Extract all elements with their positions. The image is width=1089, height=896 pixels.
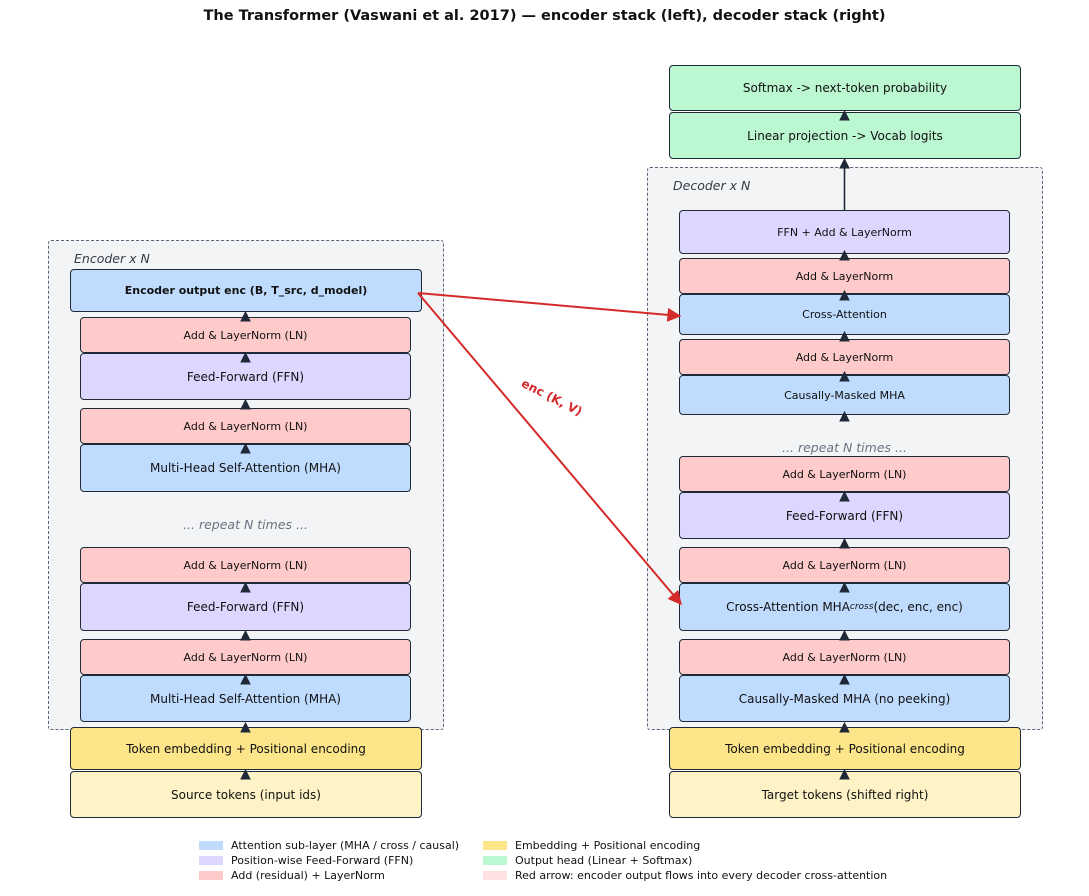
legend-item-red-arrow: Red arrow: encoder output flows into eve… [483,869,887,882]
decoder-top-ffn-box: FFN + Add & LayerNorm [679,210,1010,254]
legend-item-embedding: Embedding + Positional encoding [483,839,700,852]
diagram-title: The Transformer (Vaswani et al. 2017) — … [203,8,886,24]
flow-arrow-enc-6 [240,442,251,454]
legend-label-output: Output head (Linear + Softmax) [515,854,693,867]
legend-swatch-ffn [199,856,223,865]
legend-swatch-red-arrow [483,871,507,880]
legend-swatch-embedding [483,841,507,850]
encoder-frame-label: Encoder x N [74,251,150,266]
flow-arrow-enc-7 [240,398,251,410]
flow-arrow-enc-3 [240,673,251,685]
flow-arrow-dec-10 [839,330,850,342]
flow-arrow-dec-7 [839,490,850,502]
flow-arrow-enc-2 [240,721,251,733]
flow-arrow-enc-4 [240,629,251,641]
legend-swatch-output [483,856,507,865]
legend-item-output: Output head (Linear + Softmax) [483,854,692,867]
flow-arrow-dec-6 [839,537,850,549]
flow-arrow-dec-8 [839,410,850,422]
flow-arrow-dec-3 [839,673,850,685]
decoder-low-ln3-box: Add & LayerNorm (LN) [679,456,1010,492]
decoder-embedding-box: Token embedding + Positional encoding [669,727,1021,770]
enc-kv-label: enc (K, V) [519,376,584,419]
decoder-low-cross-prefix: Cross-Attention MHA [726,600,850,614]
legend-label-red-arrow: Red arrow: encoder output flows into eve… [515,869,888,882]
encoder-flow-arrows [240,310,251,780]
decoder-low-cross-subscript: cross [849,602,874,612]
enc-to-top-cross-arrow [417,292,682,322]
legend-label-embedding: Embedding + Positional encoding [515,839,701,852]
decoder-low-cross-suffix: (dec, enc, enc) [873,600,963,614]
decoder-top-masked-box: Causally-Masked MHA [679,375,1010,415]
decoder-flow-arrows [839,109,850,780]
flow-arrow-dec-2 [839,721,850,733]
decoder-frame-label: Decoder x N [673,178,751,193]
flow-arrow-dec-13 [839,157,850,169]
encoder-lower-ln2-box: Add & LayerNorm (LN) [80,547,411,583]
flow-arrow-dec-12 [839,249,850,261]
flow-arrow-enc-5 [240,581,251,593]
legend-label-ffn: Position-wise Feed-Forward (FFN) [231,854,414,867]
legend-label-layernorm: Add (residual) + LayerNorm [231,869,385,882]
legend-label-attention: Attention sub-layer (MHA / cross / causa… [231,839,460,852]
decoder-low-ln1-box: Add & LayerNorm (LN) [679,639,1010,675]
flow-arrow-enc-8 [240,351,251,363]
flow-arrow-enc-1 [240,768,251,780]
decoder-repeat-label: ... repeat N times ... [782,440,907,455]
encoder-embedding-box: Token embedding + Positional encoding [70,727,422,770]
flow-arrow-dec-5 [839,581,850,593]
encoder-repeat-label: ... repeat N times ... [183,517,308,532]
legend-swatch-attention [199,841,223,850]
flow-arrow-enc-9 [240,310,251,322]
decoder-softmax-box: Softmax -> next-token probability [669,65,1021,111]
flow-arrow-dec-1 [839,768,850,780]
legend-item-ffn: Position-wise Feed-Forward (FFN) [199,854,413,867]
encoder-lower-mha-box: Multi-Head Self-Attention (MHA) [80,675,411,722]
legend-swatch-layernorm [199,871,223,880]
encoder-output-box: Encoder output enc (B, T_src, d_model) [70,269,422,312]
flow-arrow-dec-14 [839,109,850,121]
enc-to-low-cross-arrow [417,292,682,606]
legend-item-layernorm: Add (residual) + LayerNorm [199,869,385,882]
flow-arrow-dec-11 [839,289,850,301]
flow-arrow-dec-9 [839,370,850,382]
legend-item-attention: Attention sub-layer (MHA / cross / causa… [199,839,459,852]
encoder-lower-ln1-box: Add & LayerNorm (LN) [80,639,411,675]
flow-arrow-dec-4 [839,629,850,641]
